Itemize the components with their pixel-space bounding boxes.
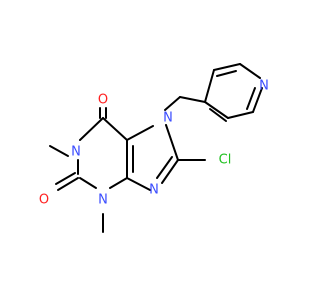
bond-pyr-6 <box>204 69 215 103</box>
bond-pyr-2 <box>227 111 254 119</box>
atom-labels: O N O N N N Cl N <box>39 79 269 208</box>
atom-oxygen-top: O <box>98 93 108 108</box>
bond-pyr-5b <box>216 70 237 77</box>
bond-pyr-5 <box>213 63 241 71</box>
atom-nitrogen-n7: N <box>163 111 173 126</box>
atom-nitrogen-n1: N <box>71 145 81 160</box>
atom-nitrogen-n9: N <box>149 183 159 198</box>
molecule-diagram: O N O N N N Cl N <box>39 63 269 233</box>
bond-c2-o-1 <box>57 177 79 191</box>
bond-n7-c8 <box>165 124 179 161</box>
bonds <box>49 63 263 233</box>
bond-c6-c5 <box>102 117 128 141</box>
bond-n3-c4 <box>109 177 128 189</box>
bond-c2-n3 <box>79 177 97 189</box>
atom-chlorine: Cl <box>219 153 232 168</box>
molecule-structure: O N O N N N Cl N <box>39 63 269 233</box>
bond-c5-n7 <box>126 125 154 141</box>
atom-nitrogen-n3: N <box>98 193 108 208</box>
bond-c2-o-2 <box>55 172 76 185</box>
bond-n7-ch2 <box>164 96 181 111</box>
bond-pyr-3 <box>252 87 263 113</box>
bond-c6-n1 <box>79 117 104 141</box>
bond-c8-n9-1 <box>161 159 179 184</box>
bond-n9-c4 <box>126 177 151 191</box>
bond-c8-n9-2 <box>156 156 173 179</box>
atom-oxygen-left: O <box>39 193 49 208</box>
bond-pyr-4 <box>239 63 261 79</box>
bond-pyr-3b <box>246 87 256 110</box>
atom-nitrogen-pyridine: N <box>259 79 269 94</box>
bond-n1-methyl <box>49 145 69 157</box>
bond-pyr-1 <box>204 101 229 119</box>
bond-ch2-pyr <box>179 96 206 103</box>
bond-pyr-1b <box>209 108 227 122</box>
